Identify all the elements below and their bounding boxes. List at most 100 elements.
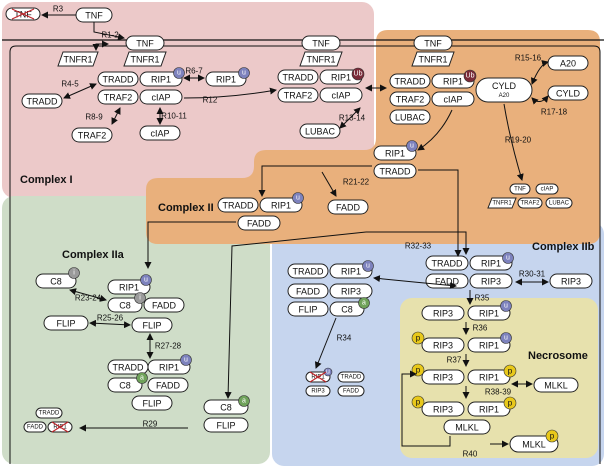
flip-active: FLIP: [216, 421, 235, 431]
u-badge-rip1-released: u: [410, 143, 414, 150]
ciap-free-shape: [139, 125, 181, 141]
traf2-free: TRAF2: [78, 131, 107, 141]
to-complex-iib-arrow: [418, 169, 462, 257]
lubac-c1c-shape: [389, 109, 431, 125]
p-badge-nec-4b: p: [508, 399, 513, 408]
traf2-free-shape: [71, 127, 113, 143]
mlkl-active: MLKL: [522, 440, 546, 450]
complex-ii-label: Complex II: [158, 202, 214, 214]
r13-14-arrow: [339, 107, 361, 129]
flip-free-shape: [43, 315, 89, 331]
rip3-nec-3: RIP3: [433, 373, 453, 383]
rip3-c2b-flip-shape: [329, 283, 373, 299]
u-badge-c2b: u: [506, 255, 510, 262]
flip-c2a-bot: FLIP: [142, 399, 161, 409]
tnf-bound-2: TNF: [312, 39, 330, 49]
ciap-c1c: cIAP: [443, 95, 462, 105]
u-badge-c2a-bot-shape: [180, 354, 192, 366]
rip1-c2a-top: RIP1: [119, 283, 139, 293]
complex-iia-label: Complex IIa: [62, 249, 125, 261]
r17-18-arrow: [531, 95, 549, 105]
lubac-free-shape: [299, 123, 341, 139]
ciap-c1a-shape: [139, 89, 183, 105]
r27-28-label: R27-28: [155, 342, 182, 351]
r34-arrow: [314, 317, 337, 369]
a-badge-c2b-flip: a: [362, 300, 366, 307]
fadd-free-shape: [327, 199, 369, 215]
flip-c2a-top-shape: [131, 317, 173, 333]
rip3-nec-4-shape: [421, 401, 465, 417]
tradd-small-2b-shape: [337, 371, 365, 383]
r1-2-arrow-b: [93, 22, 125, 41]
ub-badge-c1c: Ub: [466, 73, 475, 80]
a-badge-c2a-bot-shape: [136, 372, 148, 384]
p-badge-nec-4-shape: [411, 395, 425, 409]
tradd-released-shape: [373, 163, 417, 179]
tradd-c2b-flip-shape: [287, 263, 329, 279]
tradd-c2a-bot: TRADD: [113, 363, 144, 373]
tradd-c1c-shape: [389, 73, 431, 89]
ub-badge-c1c-shape: [463, 69, 477, 83]
u-badge-small-2b: u: [326, 369, 330, 376]
traf2-c1b-shape: [277, 87, 319, 103]
traf2-c1a: TRAF2: [104, 93, 133, 103]
tnf-small-1: TNF: [514, 187, 526, 193]
r30-31-label: R30-31: [519, 270, 546, 279]
rip1-nec-2: RIP1: [479, 341, 499, 351]
fadd-c2b-flip-shape: [287, 283, 329, 299]
rip1-c2: RIP1: [271, 201, 291, 211]
traf2-small-shape: [517, 197, 543, 209]
rip3-c2b-shape: [469, 273, 513, 289]
u-badge-small-2b-shape: [323, 367, 333, 377]
u-badge-c2a-top: u: [144, 277, 148, 284]
r23-24-label: R23-24: [75, 294, 102, 303]
c8-free-i-shape: [35, 273, 77, 289]
a-badge-c8-active-shape: [238, 395, 250, 407]
tradd-c2b-flip: TRADD: [293, 267, 324, 277]
u-badge-nec-2-shape: [500, 332, 512, 344]
rip1-c2a-bot-shape: [147, 359, 191, 375]
flip-free: FLIP: [56, 319, 75, 329]
traf2-small: TRAF2: [520, 201, 540, 207]
u-badge-c2a-bot: u: [184, 357, 188, 364]
r17-18-label: R17-18: [541, 108, 568, 117]
rip1-c1c-shape: [431, 73, 475, 89]
tradd-small-2b: TRADD: [341, 375, 362, 381]
rip1-degraded-cross-icon: [51, 421, 69, 433]
lubac-c1c: LUBAC: [395, 113, 426, 123]
tnf-bound-1: TNF: [136, 39, 154, 49]
r1-2-label: R1-2: [101, 31, 119, 40]
tnfr1-bound-1-shape: [123, 51, 167, 67]
rip1-c2-shape: [259, 197, 303, 213]
degraded-cross-icon: [11, 8, 35, 20]
r38-39-label: R38-39: [485, 388, 512, 397]
p-badge-nec-4b-shape: [503, 396, 517, 410]
r12-label: R12: [203, 96, 218, 105]
r13-14-label: R13-14: [339, 114, 366, 123]
r29-label: R29: [143, 420, 158, 429]
rip3-free-shape: [549, 273, 593, 289]
r25-26-arrow: [89, 319, 131, 329]
p-badge-nec-4: p: [416, 398, 421, 407]
necrosome-label: Necrosome: [528, 350, 588, 362]
tnf-bound-1-shape: [125, 35, 165, 51]
r15-16-label: R15-16: [515, 54, 542, 63]
fadd-free: FADD: [336, 203, 361, 213]
u-badge-c1a-shape: [173, 67, 185, 79]
tnfr1-small: TNFR1: [492, 201, 512, 207]
complex-iib-label: Complex IIb: [532, 241, 595, 253]
rip1-release-arrow: [417, 109, 453, 151]
ciap-c1a: cIAP: [151, 93, 170, 103]
i-badge-c2a-top: i: [139, 295, 141, 302]
r21-22-arrow: [321, 171, 337, 197]
rip3-nec-3-shape: [421, 369, 465, 385]
lubac-free: LUBAC: [305, 127, 336, 137]
rip3-nec-4: RIP3: [433, 405, 453, 415]
rip1-c2b-shape: [469, 255, 513, 271]
i-badge-c8-free: i: [73, 270, 75, 277]
r32-33-to-c8-arrow: [224, 231, 367, 399]
c8-active-shape: [203, 399, 249, 415]
rip3-nec-2-shape: [421, 337, 465, 353]
rip1-free: RIP1: [216, 75, 236, 85]
mlkl-bound-shape: [443, 419, 491, 435]
